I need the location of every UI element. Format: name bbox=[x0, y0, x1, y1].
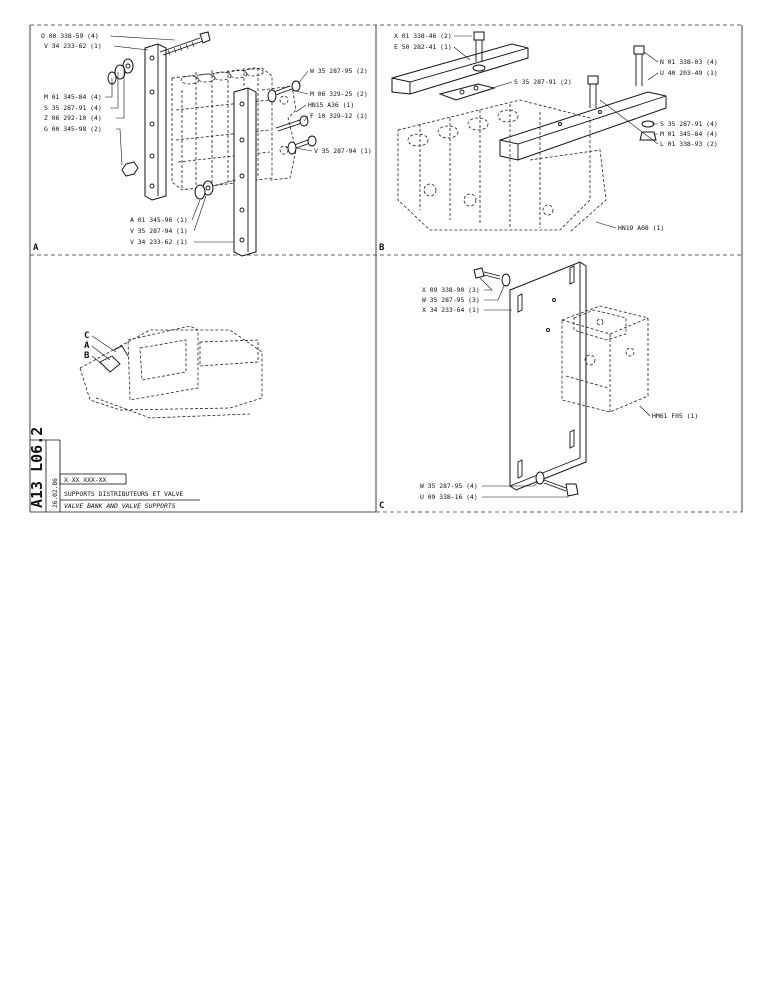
label-a-10: V 35 287-94 (1) bbox=[314, 147, 372, 155]
bracket-plate-right bbox=[233, 87, 257, 257]
label-b-5: S 35 287-91 (4) bbox=[660, 120, 718, 128]
bolt-b-right bbox=[633, 45, 645, 86]
label-c-4: W 35 287-95 (4) bbox=[420, 482, 478, 490]
bracket-plate-left bbox=[144, 43, 167, 201]
label-c-2: X 34 233-64 (1) bbox=[422, 306, 480, 314]
label-a-9: F 10 329-12 (1) bbox=[310, 112, 368, 120]
bolt-b-mid bbox=[587, 75, 599, 108]
panel-c: X 09 338-90 (3) W 35 287-95 (3) X 34 233… bbox=[379, 261, 698, 511]
label-a-2: M 01 345-84 (4) bbox=[44, 93, 102, 101]
locator-letter-b: B bbox=[84, 351, 90, 361]
label-a-13: V 34 233-62 (1) bbox=[130, 238, 188, 246]
title-english: VALVE BANK AND VALVE SUPPORTS bbox=[64, 502, 176, 510]
bolt-b-top bbox=[472, 31, 486, 72]
label-a-5: G 00 345-98 (2) bbox=[44, 125, 102, 133]
bolt-right-a3 bbox=[285, 135, 317, 155]
title-block: A13 L06.2 26.02.86 X XX XXX-XX SUPPORTS … bbox=[28, 427, 376, 513]
mounting-plate-c bbox=[509, 261, 587, 491]
label-a-11: A 01 345-96 (1) bbox=[130, 216, 188, 224]
label-b-0: X 01 338-46 (2) bbox=[394, 32, 452, 40]
clamp-plate-b bbox=[438, 83, 496, 101]
label-c-5: U 09 338-16 (4) bbox=[420, 493, 478, 501]
label-a-1: V 34 233-62 (1) bbox=[44, 42, 102, 50]
panel-letter-a: A bbox=[33, 243, 39, 253]
label-b-4: U 40 203-49 (1) bbox=[660, 69, 718, 77]
nut-b-lower bbox=[639, 120, 657, 141]
label-a-4: Z 06 292-10 (4) bbox=[44, 114, 102, 122]
label-a-8: HN15 A36 (1) bbox=[308, 101, 354, 109]
label-b-1: E 50 282-41 (1) bbox=[394, 43, 452, 51]
panel-a: O 00 338-59 (4) V 34 233-62 (1) M 01 345… bbox=[33, 31, 372, 257]
label-a-0: O 00 338-59 (4) bbox=[41, 32, 99, 40]
bolt-right-a2 bbox=[275, 115, 309, 132]
panel-letter-b: B bbox=[379, 243, 385, 253]
washer-lower-a bbox=[194, 179, 237, 200]
label-a-6: W 35 287-95 (2) bbox=[310, 67, 368, 75]
panel-b: X 01 338-46 (2) E 50 282-41 (1) S 35 287… bbox=[379, 31, 718, 253]
label-b-3: N 01 338-03 (4) bbox=[660, 58, 718, 66]
labels-panel-a-bottom: A 01 345-96 (1) V 35 287-94 (1) V 34 233… bbox=[130, 195, 234, 246]
support-beam-lower bbox=[499, 91, 667, 161]
label-a-7: M 06 329-25 (2) bbox=[310, 90, 368, 98]
part-number: X XX XXX-XX bbox=[64, 476, 106, 484]
panel-letter-c: C bbox=[379, 501, 384, 511]
valve-block-c bbox=[561, 305, 649, 413]
valve-bank-outline-a bbox=[171, 67, 297, 191]
long-bolt-a bbox=[159, 31, 211, 56]
sheet-code: A13 L06.2 bbox=[28, 427, 46, 508]
label-c-1: W 35 287-95 (3) bbox=[422, 296, 480, 304]
page-frame bbox=[29, 24, 743, 513]
label-b-7: L 01 338-93 (2) bbox=[660, 140, 718, 148]
label-a-3: S 35 287-91 (4) bbox=[44, 104, 102, 112]
label-a-12: V 35 287-94 (1) bbox=[130, 227, 188, 235]
title-french: SUPPORTS DISTRIBUTEURS ET VALVE bbox=[64, 490, 183, 498]
bolt-c-bottom bbox=[535, 471, 579, 497]
label-c-0: X 09 338-90 (3) bbox=[422, 286, 480, 294]
label-c-3: HM61 F05 (1) bbox=[652, 412, 698, 420]
labels-panel-b: X 01 338-46 (2) E 50 282-41 (1) S 35 287… bbox=[394, 32, 718, 232]
support-beam-upper bbox=[391, 43, 529, 95]
label-b-2: S 35 287-91 (2) bbox=[514, 78, 572, 86]
bolt-c-top bbox=[473, 267, 511, 287]
locator-letter-c: C bbox=[84, 331, 89, 341]
labels-panel-c: X 09 338-90 (3) W 35 287-95 (3) X 34 233… bbox=[420, 277, 698, 501]
nut-lower-a bbox=[121, 161, 139, 177]
machine-locator-view: C A B bbox=[79, 325, 263, 419]
label-b-8: HN19 A08 (1) bbox=[618, 224, 664, 232]
valve-bank-outline-b bbox=[397, 99, 607, 233]
labels-panel-a-left: O 00 338-59 (4) V 34 233-62 (1) M 01 345… bbox=[41, 32, 176, 166]
sheet-date: 26.02.86 bbox=[52, 478, 59, 508]
label-b-6: M 01 345-84 (4) bbox=[660, 130, 718, 138]
labels-panel-a-right: W 35 287-95 (2) M 06 329-25 (2) HN15 A36… bbox=[291, 67, 372, 155]
locator-letter-a: A bbox=[84, 341, 90, 351]
bolt-right-a1 bbox=[267, 80, 301, 103]
